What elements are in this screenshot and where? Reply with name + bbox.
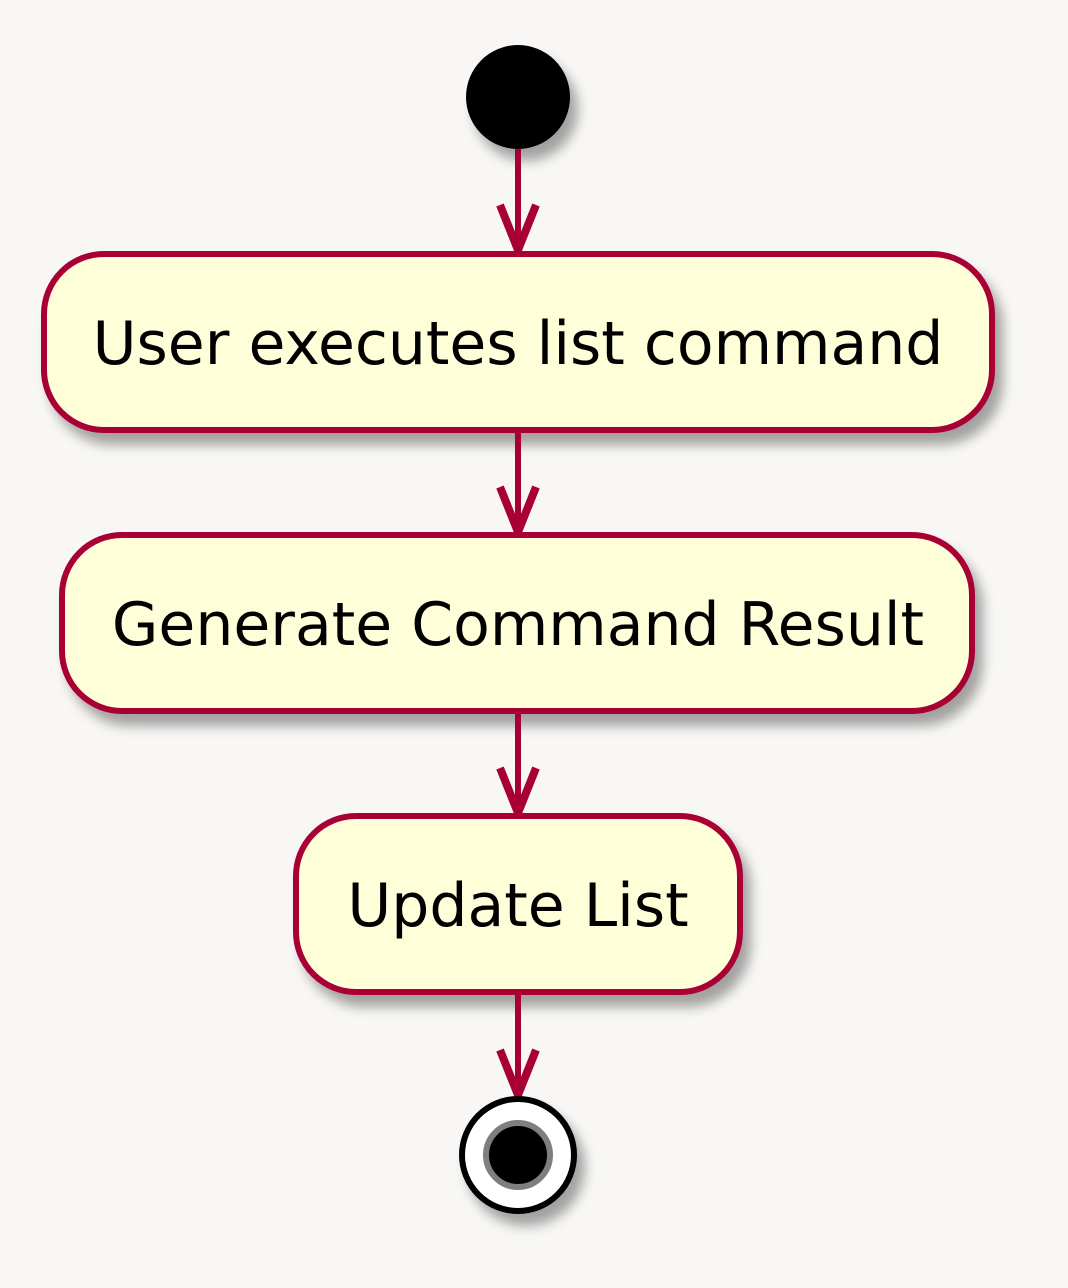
flow-arrow-a1-to-a2: [496, 433, 540, 543]
flow-arrow-start-to-a1: [496, 149, 540, 261]
flow-arrow-a2-to-a3: [496, 714, 540, 824]
activity-label: User executes list command: [93, 309, 944, 379]
start-node: [466, 45, 570, 149]
end-node: [459, 1096, 577, 1214]
activity-node-user-executes-list-command: User executes list command: [41, 251, 995, 433]
activity-node-generate-command-result: Generate Command Result: [59, 532, 975, 714]
activity-label: Generate Command Result: [112, 590, 924, 660]
activity-node-update-list: Update List: [293, 813, 743, 995]
activity-label: Update List: [347, 871, 688, 941]
flow-arrow-a3-to-end: [496, 995, 540, 1106]
